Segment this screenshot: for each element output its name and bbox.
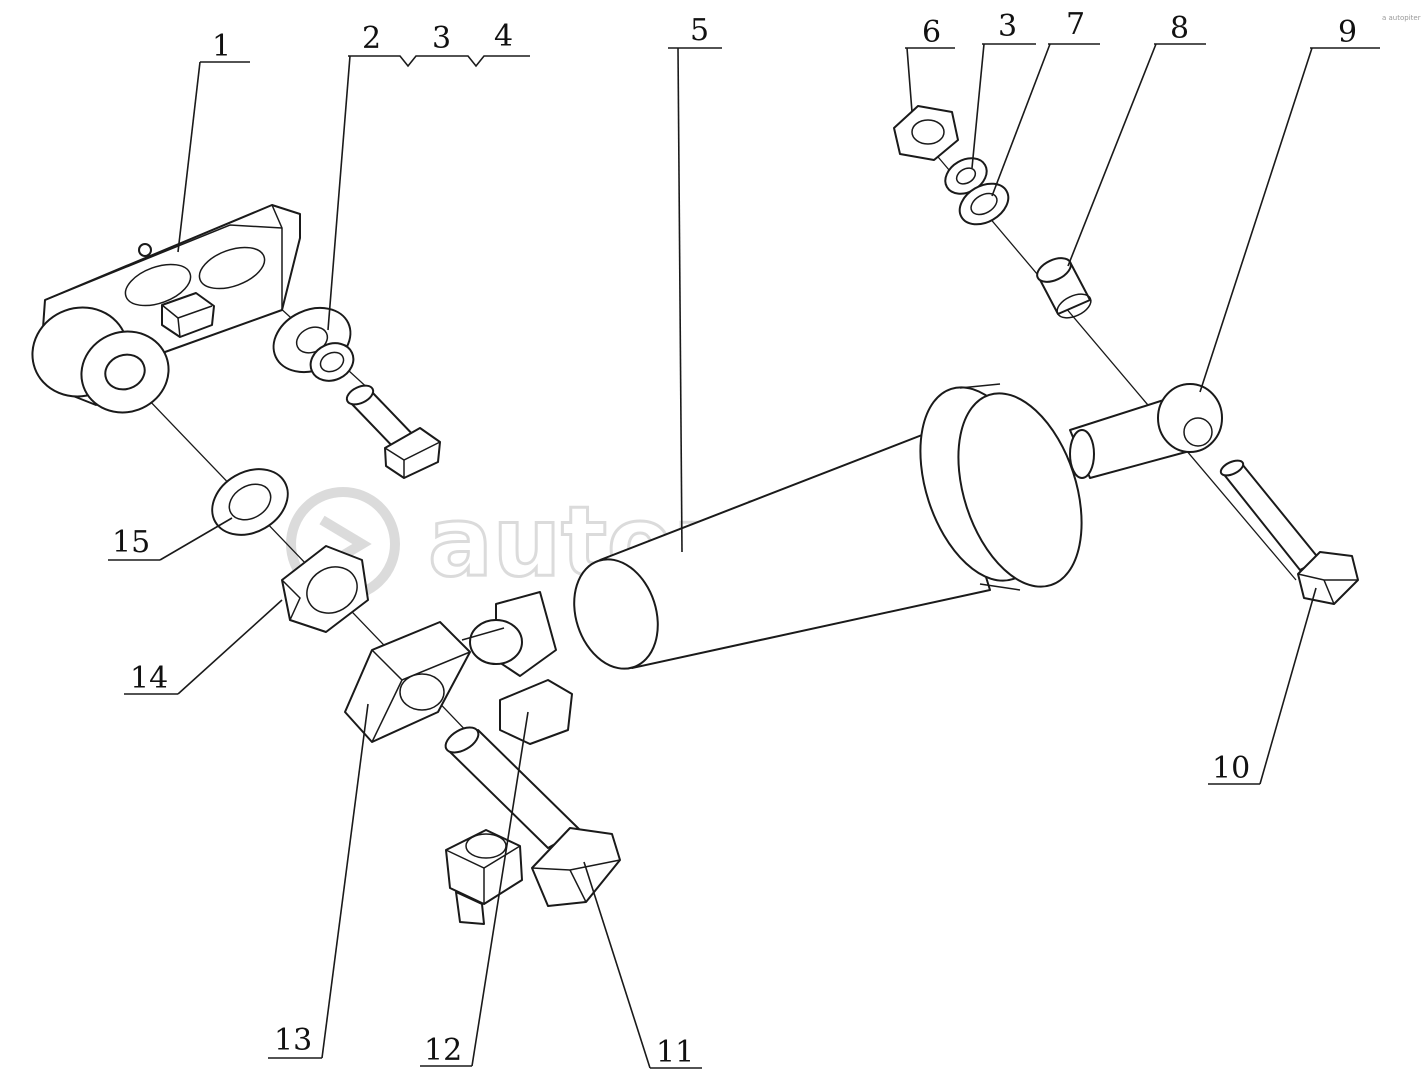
corner-mark: a autopiter bbox=[1382, 14, 1421, 22]
leader-lines bbox=[108, 43, 1380, 1069]
part-8-bushing bbox=[1036, 257, 1092, 319]
part-11-bolt bbox=[444, 726, 621, 907]
callout-13: 13 bbox=[274, 1023, 312, 1058]
part-10-bolt bbox=[1219, 459, 1359, 605]
callout-3: 3 bbox=[432, 21, 451, 56]
callout-12: 12 bbox=[424, 1033, 462, 1068]
callout-11: 11 bbox=[656, 1035, 694, 1070]
callout-numbers: 1 2 3 4 5 6 3 7 8 9 10 11 12 13 14 15 bbox=[112, 7, 1357, 1070]
part-13-block bbox=[344, 621, 471, 743]
callout-1: 1 bbox=[212, 29, 231, 64]
callout-9: 9 bbox=[1338, 15, 1357, 50]
callout-5: 5 bbox=[690, 13, 709, 48]
part-14-nut bbox=[281, 545, 369, 633]
part-4-bolt bbox=[345, 384, 441, 479]
part-1-bracket bbox=[31, 204, 301, 414]
callout-10: 10 bbox=[1212, 751, 1250, 786]
part-6-nut bbox=[893, 105, 959, 161]
callout-3-right: 3 bbox=[998, 9, 1017, 44]
callout-4: 4 bbox=[494, 19, 513, 54]
part-7-washer bbox=[958, 182, 1010, 226]
callout-8: 8 bbox=[1170, 11, 1189, 46]
callout-14: 14 bbox=[130, 661, 168, 696]
callout-7: 7 bbox=[1066, 7, 1085, 42]
callout-15: 15 bbox=[112, 525, 150, 560]
part-5-cylinder bbox=[461, 383, 1223, 745]
callout-2: 2 bbox=[362, 21, 381, 56]
part-3-spring-washer bbox=[309, 342, 355, 382]
callout-6: 6 bbox=[922, 15, 941, 50]
part-12-fitting bbox=[445, 829, 523, 925]
